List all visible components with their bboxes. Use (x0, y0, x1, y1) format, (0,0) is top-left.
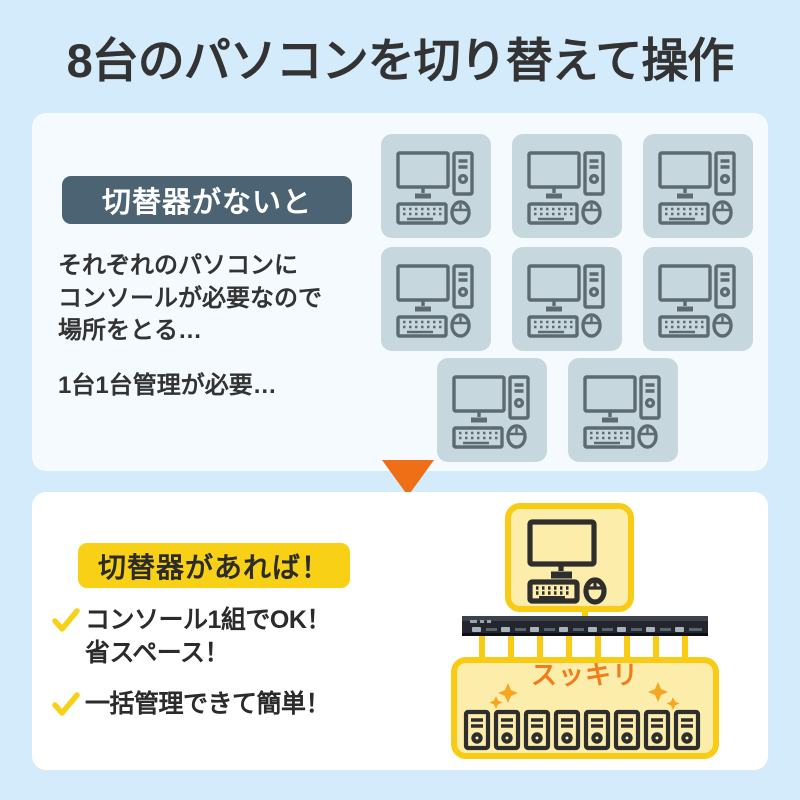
desc-line-3: 場所をとる… (58, 317, 202, 345)
without-switch-description: それぞれのパソコンに コンソールが必要なので 場所をとる… 1台1台管理が必要… (58, 250, 378, 403)
pc-tile (643, 134, 753, 238)
pc-tower (553, 709, 581, 751)
list-item: 一括管理できて簡単！ (52, 688, 392, 721)
benefit-1-text: コンソール1組でOK！ 省スペース！ (85, 604, 331, 670)
badge-with-switch: 切替器があれば！ (78, 543, 350, 588)
desktop-pc-icon (658, 151, 736, 225)
down-arrow-icon (382, 460, 434, 496)
check-icon (52, 606, 80, 636)
pc-tile (643, 247, 753, 351)
kvm-switch-rack-icon (462, 616, 708, 636)
pc-tile (381, 134, 491, 238)
benefit-1-line-1: コンソール1組でOK！ (85, 606, 331, 634)
pc-tower (613, 709, 641, 751)
benefit-2-text: 一括管理できて簡単！ (85, 690, 331, 718)
desktop-pc-icon (527, 264, 605, 338)
desktop-pc-icon (396, 151, 474, 225)
desktop-pc-icon (396, 264, 474, 338)
pc-tower (583, 709, 611, 751)
pc-tower (673, 709, 701, 751)
sparkle-icon (489, 682, 680, 710)
sukkiri-label: スッキリ (530, 660, 639, 690)
benefit-1-line-2: 省スペース！ (85, 639, 230, 667)
desktop-pc-icon (527, 151, 605, 225)
pc-tile (512, 247, 622, 351)
pc-tower-row (463, 709, 701, 751)
pc-tile (437, 358, 547, 462)
check-icon (52, 690, 80, 720)
pc-tile (381, 247, 491, 351)
pc-tile (568, 358, 678, 462)
kvm-switch-diagram (440, 500, 730, 762)
list-item: コンソール1組でOK！ 省スペース！ (52, 604, 392, 670)
pc-tile (512, 134, 622, 238)
desktop-pc-icon (583, 375, 661, 449)
badge-without-switch: 切替器がないと (62, 176, 352, 224)
pc-tower (493, 709, 521, 751)
console-box (505, 503, 634, 612)
desktop-pc-icon (452, 375, 530, 449)
console-monitor-keyboard-mouse-icon (527, 519, 607, 605)
desc-line-4: 1台1台管理が必要… (58, 371, 277, 399)
desc-line-2: コンソールが必要なので (58, 284, 322, 312)
desktop-pc-icon (658, 264, 736, 338)
pc-tower (463, 709, 491, 751)
pc-tower (643, 709, 671, 751)
desc-line-1: それぞれのパソコンに (58, 252, 298, 279)
page-title: 8台のパソコンを切り替えて操作 (66, 34, 735, 87)
pc-tower (523, 709, 551, 751)
benefits-checklist: コンソール1組でOK！ 省スペース！ 一括管理できて簡単！ (52, 604, 392, 739)
